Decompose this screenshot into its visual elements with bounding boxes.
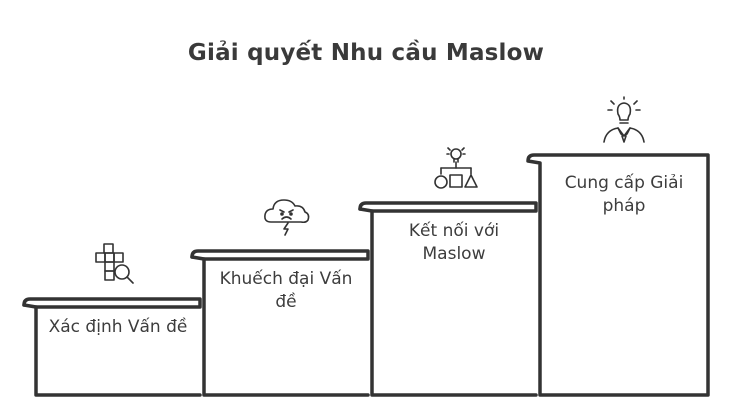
step-1-block (22, 297, 202, 397)
angry-storm-cloud-icon (264, 199, 310, 236)
step-3-label: Kết nối với Maslow (408, 221, 500, 264)
puzzle-search-icon (95, 243, 134, 284)
diagram-title: Giải quyết Nhu cầu Maslow (187, 40, 545, 66)
step-1-label: Xác định Vấn đề (48, 317, 188, 337)
step-4-block (526, 153, 710, 397)
step-4-label: Cung cấp Giải pháp (564, 173, 684, 216)
step-2-block (190, 249, 370, 397)
step-3-block (358, 201, 538, 397)
lightbulb-shapes-icon (434, 147, 478, 189)
person-lightbulb-icon (603, 96, 645, 143)
step-2-label: Khuếch đại Vấn đề (219, 269, 353, 312)
